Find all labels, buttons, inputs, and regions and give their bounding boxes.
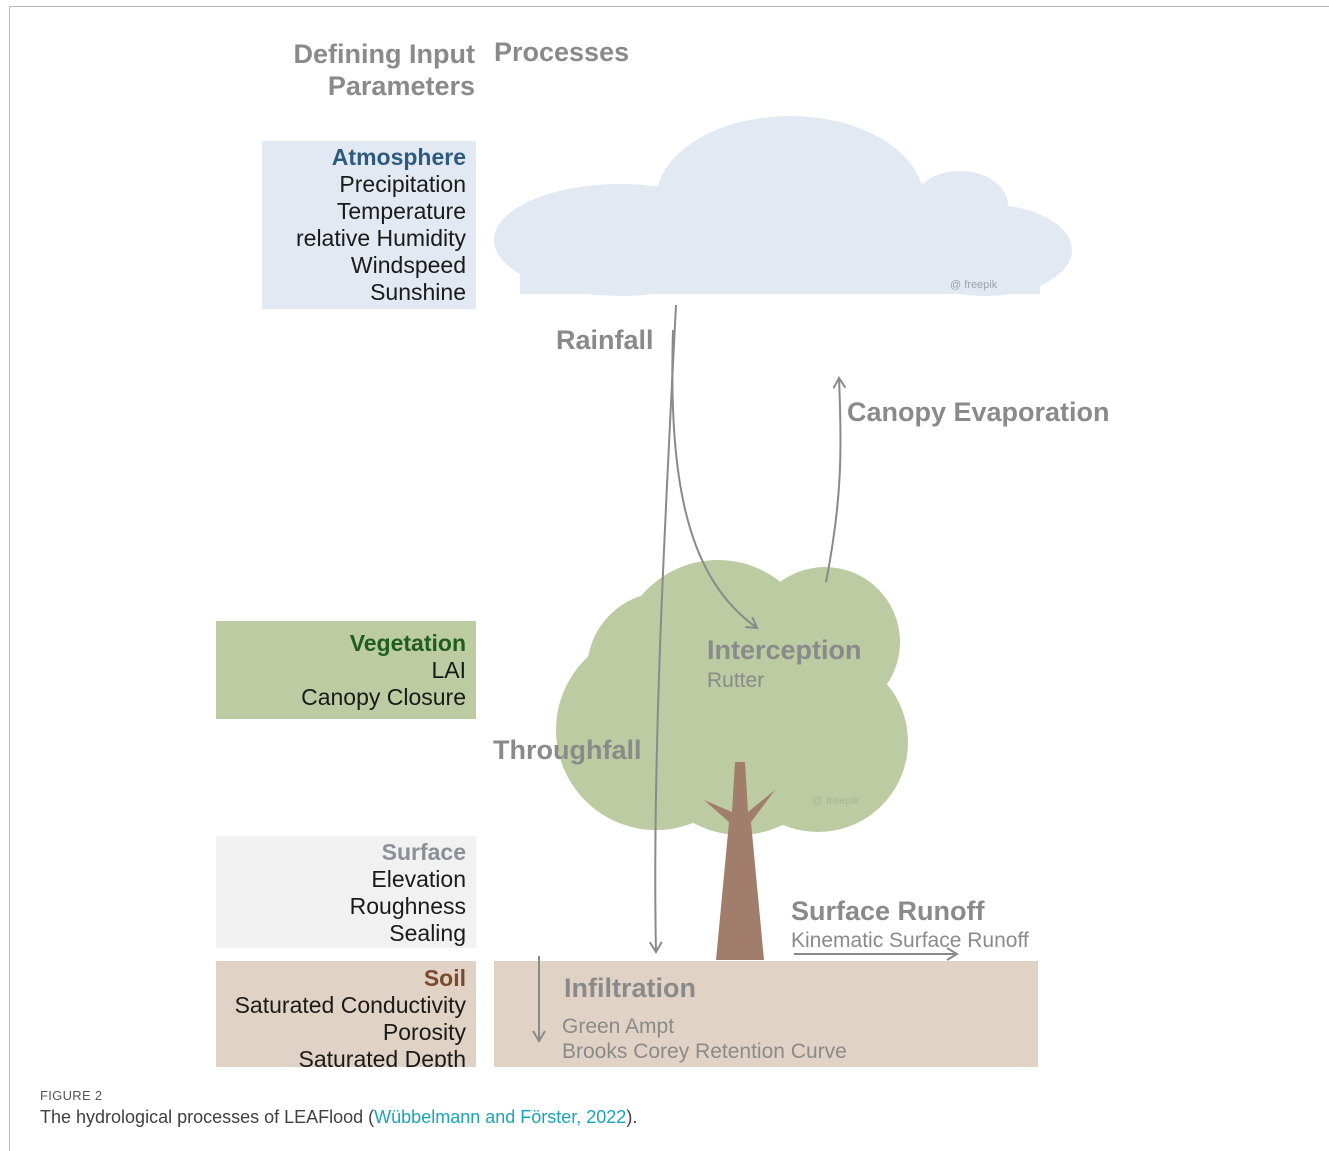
surface-box-bg (216, 836, 476, 948)
vegetation-box-bg (216, 621, 476, 719)
vegetation-item-lai: LAI (431, 657, 466, 683)
surface-item-sealing: Sealing (389, 920, 466, 946)
label-interception-method: Rutter (707, 669, 764, 692)
atmosphere-item-sunshine: Sunshine (370, 279, 466, 305)
label-surface-runoff: Surface Runoff (791, 896, 986, 926)
vegetation-box: Vegetation LAI Canopy Closure (216, 621, 476, 719)
atmosphere-box-bg (262, 141, 476, 309)
frame-left-border (9, 6, 10, 1151)
frame-top-border (9, 6, 1329, 7)
caption-reference-link[interactable]: Wübbelmann and Förster, 2022 (374, 1107, 627, 1127)
header-processes: Processes (494, 37, 629, 67)
figure-label: FIGURE 2 (40, 1088, 103, 1103)
canopy-evaporation-arrow (825, 376, 847, 583)
throughfall-arrow (648, 304, 677, 954)
label-interception: Interception (707, 635, 862, 665)
soil-item-saturated-depth: Saturated Depth (298, 1046, 466, 1072)
tree-watermark: @ freepik (812, 795, 860, 807)
hydrology-diagram: Defining Input Parameters Processes Atmo… (216, 37, 1110, 1072)
label-throughfall: Throughfall (493, 735, 641, 765)
atmosphere-item-temperature: Temperature (337, 198, 466, 224)
interception-arrow (671, 329, 759, 630)
tree-crown-illustration (556, 560, 908, 835)
label-surface-runoff-method: Kinematic Surface Runoff (791, 929, 1029, 952)
label-infiltration-method-2: Brooks Corey Retention Curve (562, 1040, 847, 1063)
header-input-line1: Defining Input (294, 39, 475, 69)
soil-box-bg (216, 961, 476, 1067)
soil-title: Soil (424, 965, 466, 991)
atmosphere-item-windspeed: Windspeed (351, 252, 466, 278)
cloud-illustration (494, 116, 1072, 296)
soil-item-porosity: Porosity (383, 1019, 467, 1045)
soil-item-saturated-conductivity: Saturated Conductivity (235, 992, 467, 1018)
soil-box: Soil Saturated Conductivity Porosity Sat… (216, 961, 476, 1072)
label-canopy-evaporation: Canopy Evaporation (847, 397, 1110, 427)
atmosphere-title: Atmosphere (332, 144, 466, 170)
header-input-line2: Parameters (328, 71, 475, 101)
vegetation-item-canopy-closure: Canopy Closure (301, 684, 466, 710)
atmosphere-item-precipitation: Precipitation (339, 171, 466, 197)
soil-layer (494, 961, 1038, 1067)
label-rainfall: Rainfall (556, 325, 654, 355)
surface-title: Surface (382, 839, 466, 865)
caption-text-before: The hydrological processes of LEAFlood ( (40, 1107, 375, 1127)
tree-trunk-illustration (704, 762, 775, 960)
caption-text-after: ). (626, 1107, 638, 1127)
label-infiltration: Infiltration (564, 973, 696, 1003)
vegetation-title: Vegetation (350, 630, 466, 656)
caption-text: The hydrological processes of LEAFlood (… (40, 1107, 637, 1127)
atmosphere-box: Atmosphere Precipitation Temperature rel… (262, 141, 476, 309)
surface-item-elevation: Elevation (371, 866, 466, 892)
figure-caption: FIGURE 2 The hydrological processes of L… (40, 1088, 1300, 1128)
surface-item-roughness: Roughness (350, 893, 466, 919)
atmosphere-item-humidity: relative Humidity (296, 225, 466, 251)
surface-box: Surface Elevation Roughness Sealing (216, 836, 476, 948)
cloud-watermark: @ freepik (950, 279, 998, 291)
label-infiltration-method-1: Green Ampt (562, 1015, 674, 1038)
